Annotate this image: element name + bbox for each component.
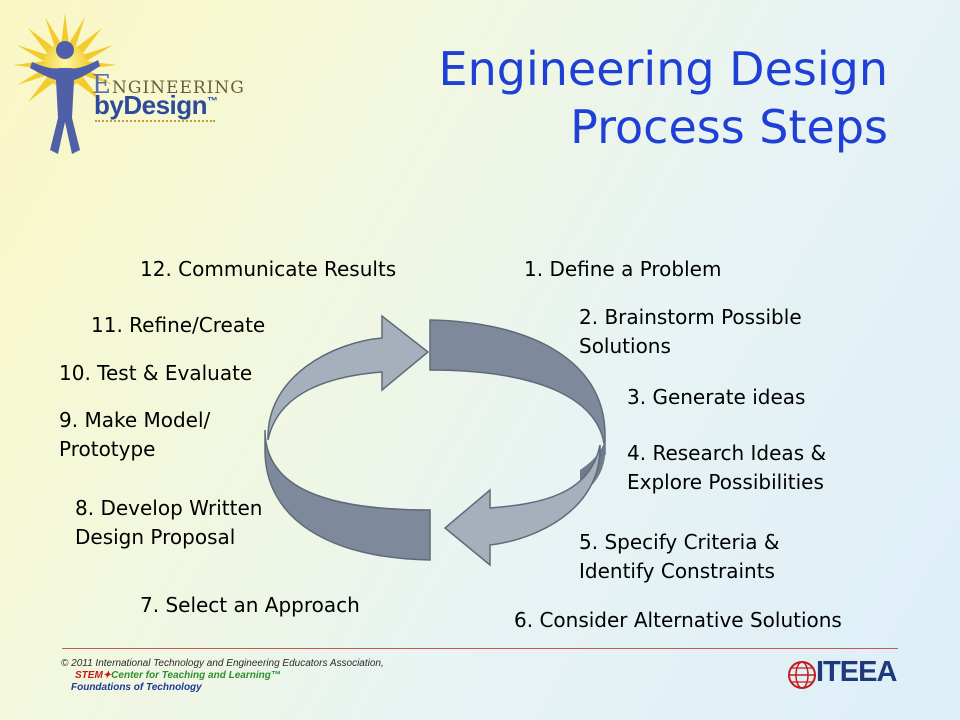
foundations-line: Foundations of Technology: [71, 682, 202, 693]
title-line-2: Process Steps: [570, 100, 888, 154]
step-6: 6. Consider Alternative Solutions: [514, 608, 842, 632]
iteea-wordmark: ITEEA: [816, 656, 897, 688]
stem-center-line: STEM✦Center for Teaching and Learning™: [75, 670, 281, 681]
bottom-cycle-arrowhead: [443, 444, 601, 567]
page-title: Engineering Design Process Steps: [328, 40, 888, 156]
step-5-line-1: 5. Specify Criteria &: [579, 530, 780, 554]
step-8-line-1: 8. Develop Written: [75, 496, 263, 520]
step-2-line-2: Solutions: [579, 334, 671, 358]
cycle-arrows-graphic: [264, 314, 606, 567]
iteea-globe-logo-icon: [788, 661, 816, 689]
step-10: 10. Test & Evaluate: [59, 361, 253, 385]
sun-figure-logo-icon: [13, 13, 117, 154]
engineering-by-design-logo: [10, 10, 240, 170]
step-9-line-1: 9. Make Model/: [59, 408, 211, 432]
step-3: 3. Generate ideas: [627, 385, 806, 409]
step-4-line-2: Explore Possibilities: [627, 470, 824, 494]
top-cycle-arrowhead: [267, 314, 430, 441]
footer-divider: [62, 648, 898, 649]
step-7: 7. Select an Approach: [140, 593, 360, 617]
logo-word-bydesign: byDesign™: [94, 90, 218, 120]
title-line-1: Engineering Design: [438, 42, 888, 96]
step-12: 12. Communicate Results: [140, 257, 397, 281]
step-1: 1. Define a Problem: [524, 257, 722, 281]
step-4-line-1: 4. Research Ideas &: [627, 441, 827, 465]
copyright-footer: © 2011 International Technology and Engi…: [61, 658, 384, 694]
step-5-line-2: Identify Constraints: [579, 559, 775, 583]
logo-word-engineering: ENGINEERING: [92, 70, 245, 100]
step-2-line-1: 2. Brainstorm Possible: [579, 305, 802, 329]
logo-dotted-underline: [95, 120, 215, 122]
step-8-line-2: Design Proposal: [75, 525, 236, 549]
step-11: 11. Refine/Create: [91, 313, 266, 337]
left-cycle-arrow: [264, 429, 431, 561]
step-9-line-2: Prototype: [59, 437, 156, 461]
copyright-line: © 2011 International Technology and Engi…: [61, 658, 384, 669]
